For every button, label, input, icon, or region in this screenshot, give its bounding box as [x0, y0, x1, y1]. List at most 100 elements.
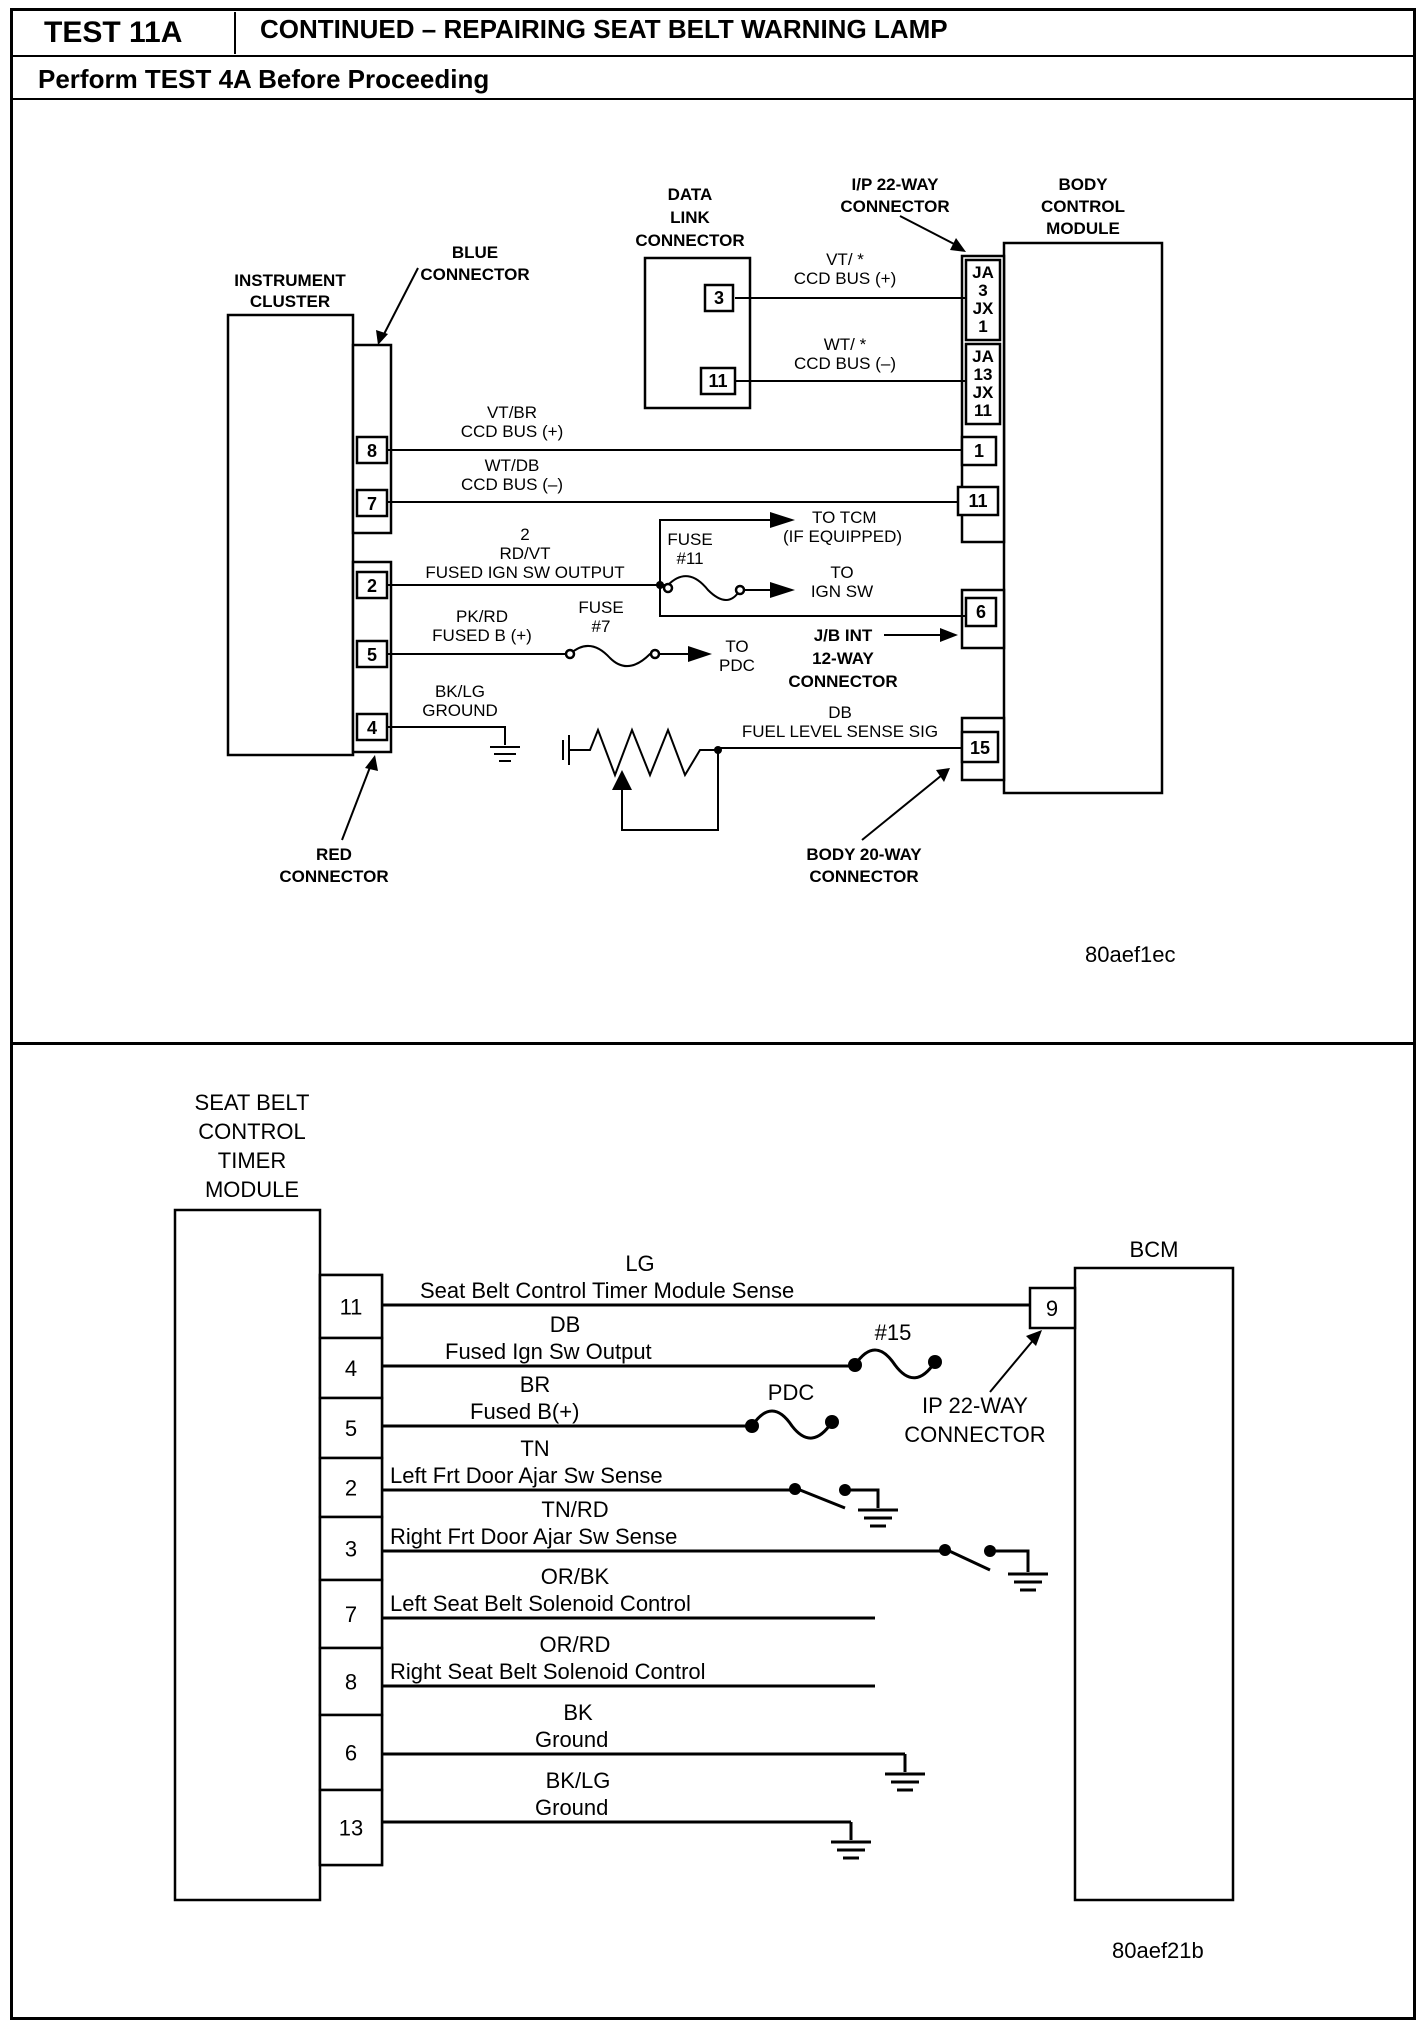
wire-ground: [387, 726, 506, 745]
to-tcm-label: TO TCM(IF EQUIPPED): [783, 508, 902, 546]
wire-dlc-ccd-neg-label: WT/ *CCD BUS (–): [794, 335, 896, 373]
fuse-terminal: [745, 1419, 759, 1433]
pdc-label: PDC: [768, 1380, 815, 1405]
instrument-cluster-box: [226, 313, 355, 757]
wire-color-6: BK: [563, 1700, 593, 1725]
module-pin-13: [318, 1788, 384, 1867]
wire-color-3: TN/RD: [541, 1497, 608, 1522]
subheader-rule: [10, 98, 1416, 100]
wire-desc-8: Right Seat Belt Solenoid Control: [390, 1659, 706, 1684]
arrowhead: [770, 582, 795, 598]
fuse-terminal: [825, 1415, 839, 1429]
switch-contact: [939, 1544, 951, 1556]
body-control-module: [1002, 241, 1164, 795]
bcm-pin-1: [960, 435, 998, 467]
wire-to-tcm: [659, 519, 770, 585]
wire-desc-4: Fused Ign Sw Output: [445, 1339, 652, 1364]
ic-pin-7: [355, 488, 389, 518]
wire-desc-7: Left Seat Belt Solenoid Control: [390, 1591, 691, 1616]
arrowhead: [770, 512, 795, 528]
diagram2-code: 80aef21b: [1112, 1938, 1204, 1963]
wire-color-8: OR/RD: [540, 1632, 611, 1657]
switch-contact: [789, 1483, 801, 1495]
module-pin-3-label: 3: [345, 1537, 357, 1562]
section-divider: [10, 1042, 1416, 1045]
test-id: TEST 11A: [14, 12, 236, 54]
dlc-pin-11: [699, 366, 737, 396]
wire-color-5: BR: [520, 1372, 551, 1397]
left-door-ground-wire: [845, 1488, 880, 1508]
red-connector-leader: [341, 761, 373, 841]
fuel-level-sensor: [569, 727, 718, 778]
bcm-pin-6: [964, 596, 998, 628]
ja13-jx11-block: [964, 342, 1002, 426]
dlc-pin-3: [703, 283, 735, 313]
module-pin-13-label: 13: [339, 1816, 363, 1841]
module-pin-8: [318, 1646, 384, 1717]
ic-pin-2: [355, 570, 389, 600]
ic-pin-4-label: 4: [367, 718, 377, 738]
ja3-jx1-block: [964, 258, 1002, 342]
diagram1-code: 80aef1ec: [1085, 942, 1176, 967]
ic-pin-4: [355, 712, 389, 742]
fuse-terminal: [649, 648, 661, 660]
fuse-11: [660, 575, 770, 601]
dlc-pin-3-label: 3: [714, 288, 724, 308]
module-pin-5-label: 5: [345, 1416, 357, 1441]
wire-fused-b: [387, 645, 690, 667]
wire-fused-ign: [387, 584, 966, 617]
seat-belt-control-timer-module: [173, 1208, 322, 1902]
header-rule: [10, 55, 1416, 57]
ic-pin-2-label: 2: [367, 576, 377, 596]
module-pin-7-label: 7: [345, 1602, 357, 1627]
bcm-pin-6-label: 6: [976, 602, 986, 622]
ic-pin-7-label: 7: [367, 494, 377, 514]
left-door-switch: [794, 1486, 846, 1510]
blue-connector-leader: [381, 267, 419, 339]
pdc-fuse: [750, 1409, 834, 1440]
wire-desc-6: Ground: [535, 1727, 608, 1752]
wire-desc-2: Left Frt Door Ajar Sw Sense: [390, 1463, 663, 1488]
right-door-switch: [944, 1547, 991, 1572]
module-pin-4-label: 4: [345, 1356, 357, 1381]
fuse-terminal: [734, 584, 746, 596]
fuse15-label: #15: [875, 1320, 912, 1345]
arrowhead: [376, 330, 388, 345]
arrowhead: [365, 755, 378, 771]
wire-desc-3: Right Frt Door Ajar Sw Sense: [390, 1524, 677, 1549]
wire-color-7: OR/BK: [541, 1564, 610, 1589]
bcm-pin-1-label: 1: [974, 441, 984, 461]
fuse-terminal: [564, 648, 576, 660]
module-pin-8-label: 8: [345, 1670, 357, 1695]
wire-color-4: DB: [550, 1312, 581, 1337]
fuse-terminal: [848, 1358, 862, 1372]
fuse-terminal: [662, 582, 674, 594]
bcm2-label: BCM: [1130, 1237, 1179, 1262]
bcm-pin-15: [960, 730, 1000, 764]
right-door-ground-wire: [990, 1549, 1030, 1572]
bcm2-box: [1073, 1266, 1235, 1902]
wire-color-2: TN: [520, 1436, 549, 1461]
subheader: Perform TEST 4A Before Proceeding: [38, 64, 490, 94]
module-pin-4: [318, 1336, 384, 1400]
wire-color-13: BK/LG: [546, 1768, 611, 1793]
ic-pin-8-label: 8: [367, 441, 377, 461]
module-pin-11-label: 11: [340, 1295, 363, 1320]
